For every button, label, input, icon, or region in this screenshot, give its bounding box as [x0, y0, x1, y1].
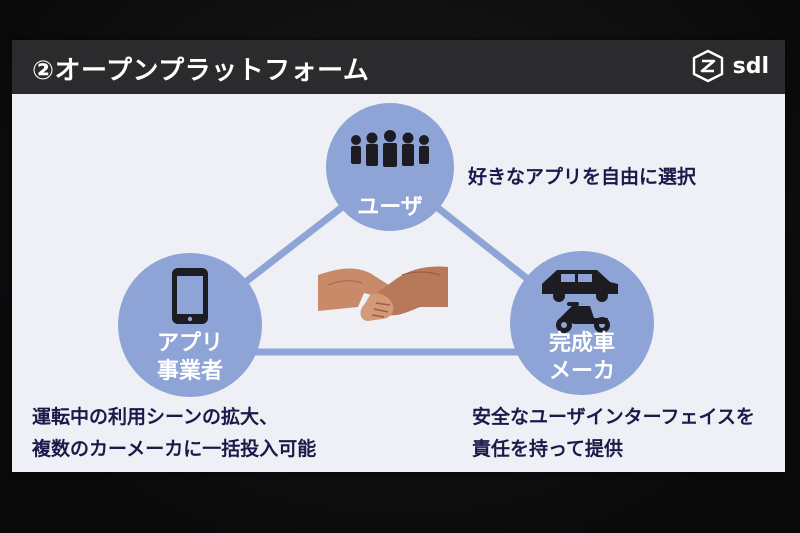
app-vendor-label-line2: 事業者: [156, 359, 223, 384]
user-label: ユーザ: [357, 195, 423, 220]
people-group-icon: [351, 130, 429, 167]
user-caption: 好きなアプリを自由に選択: [468, 166, 697, 188]
app-vendor-caption-line2: 複数のカーメーカに一括投入可能: [32, 438, 317, 460]
oem-label-line2: メーカ: [548, 359, 615, 384]
oem-caption-line1: 安全なユーザインターフェイスを: [472, 406, 755, 428]
app-vendor-caption-line1: 運転中の利用シーンの拡大、: [32, 406, 279, 428]
scooter-icon: [556, 302, 610, 333]
logo-text: sdl: [732, 53, 769, 79]
oem-label-line1: 完成車: [548, 331, 615, 356]
smartphone-icon: [172, 268, 208, 324]
platform-diagram: [118, 103, 654, 397]
oem-caption-line2: 責任を持って提供: [472, 438, 624, 460]
car-icon: [542, 270, 618, 302]
slide-title: ②オープンプラットフォーム: [32, 56, 370, 86]
handshake-image: [318, 266, 448, 321]
app-vendor-label-line1: アプリ: [156, 331, 223, 356]
app-vendor-circle: [118, 253, 262, 397]
slide: ②オープンプラットフォーム sdl: [12, 40, 785, 472]
slide-header: ②オープンプラットフォーム sdl: [12, 40, 785, 94]
sdl-logo-icon: [692, 49, 723, 83]
sdl-logo: sdl: [691, 48, 769, 84]
